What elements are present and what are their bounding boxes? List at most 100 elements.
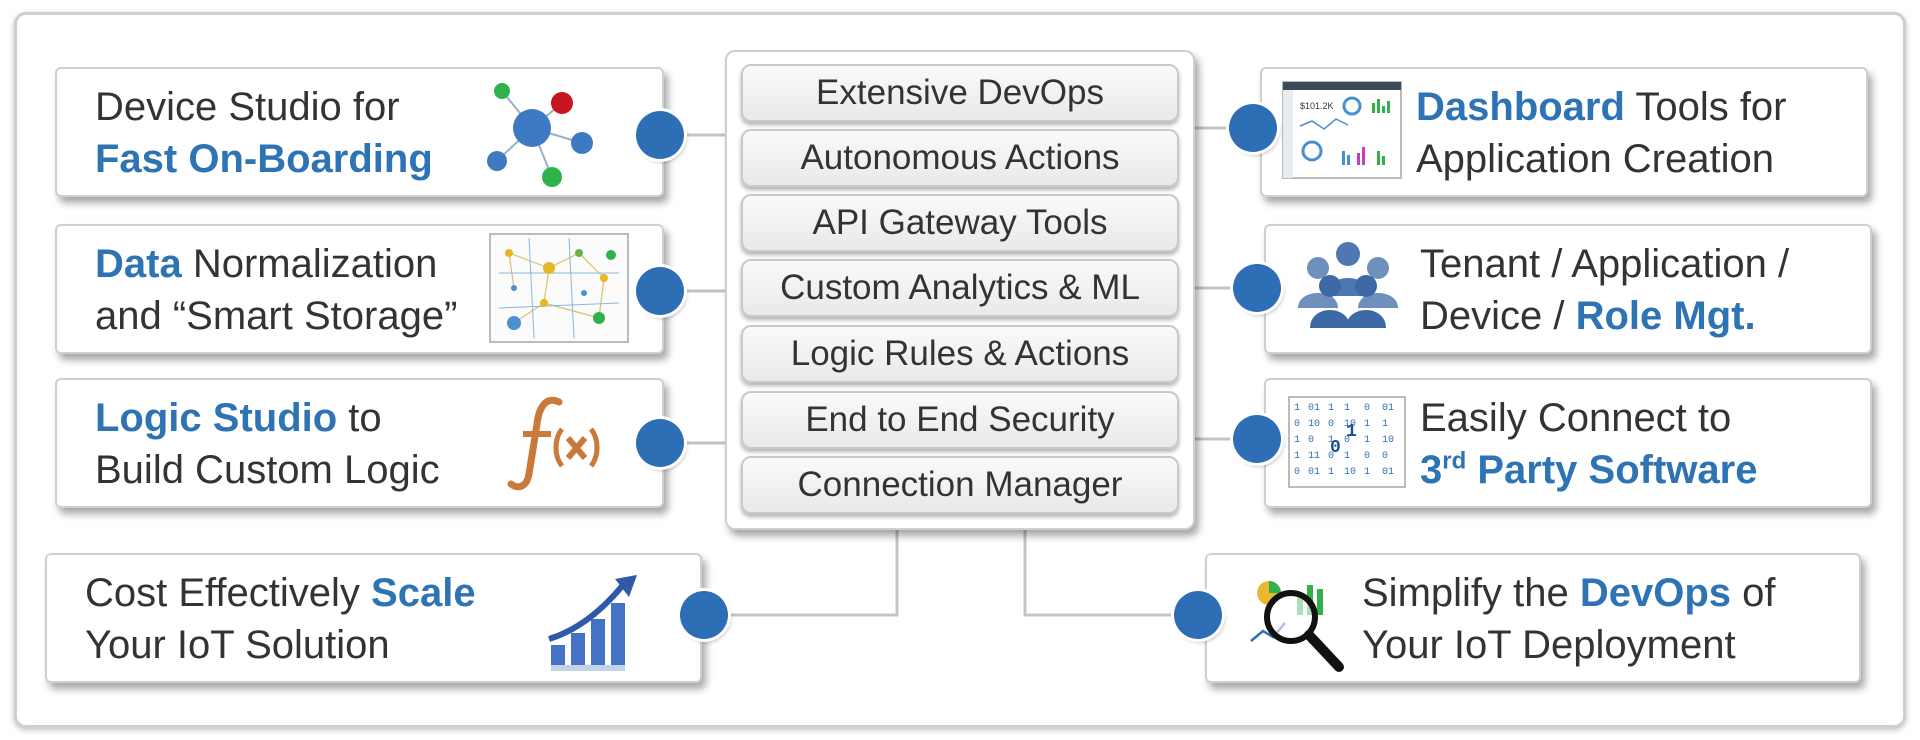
svg-text:1: 1: [1364, 467, 1370, 478]
card-highlight-superscript: rd: [1442, 447, 1467, 475]
card-line-1: Device Studio for: [95, 85, 400, 129]
svg-text:10: 10: [1308, 419, 1320, 430]
svg-text:01: 01: [1382, 467, 1394, 478]
svg-text:1: 1: [1294, 403, 1300, 414]
card-line-2-highlight: 3rd Party Software: [1420, 444, 1757, 496]
connector-dot: [636, 111, 684, 159]
capability-autonomous-actions: Autonomous Actions: [741, 129, 1179, 187]
svg-text:1: 1: [1344, 451, 1350, 462]
card-text: Data Normalization and “Smart Storage”: [95, 238, 457, 342]
card-line-1: Logic Studio to: [95, 392, 440, 444]
card-line-2-text: Device /: [1420, 294, 1576, 338]
card-highlight: Logic Studio: [95, 396, 338, 440]
card-text: Logic Studio to Build Custom Logic: [95, 392, 440, 496]
svg-text:0: 0: [1294, 419, 1300, 430]
svg-text:01: 01: [1308, 467, 1320, 478]
svg-text:0: 0: [1328, 419, 1334, 430]
user-group-icon: [1298, 242, 1398, 328]
svg-text:0: 0: [1328, 451, 1334, 462]
connector-dot: [1233, 415, 1281, 463]
connector-dot: [680, 591, 728, 639]
card-line-2: Device / Role Mgt.: [1420, 290, 1789, 342]
card-line-1-text: Simplify the: [1362, 571, 1580, 615]
card-line-1-rest: Tools for: [1624, 85, 1787, 129]
card-line-1: Tenant / Application /: [1420, 242, 1790, 286]
magnifier-chart-icon: [1250, 581, 1344, 672]
svg-text:01: 01: [1382, 403, 1394, 414]
card-line-1: Data Normalization: [95, 238, 457, 290]
svg-text:1: 1: [1328, 435, 1334, 446]
card-data-normalization: Data Normalization and “Smart Storage”: [55, 224, 664, 354]
svg-text:0: 0: [1364, 403, 1370, 414]
svg-text:10: 10: [1344, 419, 1356, 430]
network-nodes-icon: [487, 83, 593, 187]
svg-text:1: 1: [1346, 422, 1357, 442]
card-line-2: Your IoT Deployment: [1362, 623, 1736, 667]
svg-text:10: 10: [1382, 435, 1394, 446]
card-tenant: Tenant / Application / Device / Role Mgt…: [1264, 224, 1872, 354]
capability-end-to-end-security: End to End Security: [741, 391, 1179, 449]
card-line-2: Build Custom Logic: [95, 448, 440, 492]
svg-text:10: 10: [1344, 467, 1356, 478]
card-line-1: Dashboard Tools for: [1416, 81, 1787, 133]
svg-text:0: 0: [1364, 451, 1370, 462]
card-line-2: Your IoT Solution: [85, 623, 390, 667]
svg-text:1: 1: [1294, 451, 1300, 462]
card-line-1-rest: Normalization: [181, 242, 438, 286]
svg-text:1: 1: [1328, 467, 1334, 478]
svg-text:1: 1: [1364, 435, 1370, 446]
card-highlight-text: Party Software: [1466, 448, 1758, 492]
card-line-2: Application Creation: [1416, 137, 1774, 181]
card-devops: Simplify the DevOps of Your IoT Deployme…: [1205, 553, 1861, 683]
card-line-1-rest: to: [337, 396, 382, 440]
data-graph-icon: [489, 233, 629, 343]
card-highlight: Dashboard: [1416, 85, 1625, 129]
connector-dot: [1229, 104, 1277, 152]
card-text: Simplify the DevOps of Your IoT Deployme…: [1362, 567, 1776, 671]
card-highlight: Role Mgt.: [1575, 294, 1756, 338]
svg-text:0: 0: [1330, 438, 1341, 458]
capability-extensive-devops: Extensive DevOps: [741, 64, 1179, 122]
svg-text:1: 1: [1294, 435, 1300, 446]
card-text: Dashboard Tools for Application Creation: [1416, 81, 1787, 185]
card-highlight: Data: [95, 242, 182, 286]
svg-text:1: 1: [1344, 403, 1350, 414]
connector-dot: [1233, 264, 1281, 312]
card-device-studio: Device Studio for Fast On-Boarding: [55, 67, 664, 197]
svg-text:0: 0: [1344, 435, 1350, 446]
growth-chart-icon: [548, 575, 637, 671]
card-highlight: Scale: [371, 571, 476, 615]
card-line-1: Cost Effectively Scale: [85, 567, 476, 619]
svg-text:1: 1: [1364, 419, 1370, 430]
card-line-2: and “Smart Storage”: [95, 294, 458, 338]
card-line-1-rest: of: [1731, 571, 1776, 615]
connector-dot: [636, 267, 684, 315]
card-logic-studio: Logic Studio to Build Custom Logic: [55, 378, 664, 508]
card-text: Cost Effectively Scale Your IoT Solution: [85, 567, 476, 671]
card-scale: Cost Effectively Scale Your IoT Solution: [45, 553, 702, 683]
card-line-1: Easily Connect to: [1420, 396, 1732, 440]
capability-custom-analytics-ml: Custom Analytics & ML: [741, 259, 1179, 317]
connector-dot: [636, 419, 684, 467]
card-highlight-number: 3: [1420, 448, 1443, 492]
capability-api-gateway-tools: API Gateway Tools: [741, 194, 1179, 252]
card-highlight: DevOps: [1579, 571, 1732, 615]
svg-text:1: 1: [1328, 403, 1334, 414]
svg-text:0: 0: [1294, 467, 1300, 478]
svg-text:01: 01: [1308, 403, 1320, 414]
connector-dot: [1174, 591, 1222, 639]
card-line-1-text: Cost Effectively: [85, 571, 372, 615]
capability-logic-rules-actions: Logic Rules & Actions: [741, 325, 1179, 383]
card-text: Tenant / Application / Device / Role Mgt…: [1420, 238, 1789, 342]
card-line-2-highlight: Fast On-Boarding: [95, 137, 433, 181]
svg-text:11: 11: [1308, 451, 1320, 462]
dashboard-screenshot-icon: $101.2K: [1282, 81, 1402, 179]
card-line-1: Simplify the DevOps of: [1362, 567, 1776, 619]
capability-connection-manager: Connection Manager: [741, 456, 1179, 514]
capabilities-panel: Extensive DevOps Autonomous Actions API …: [725, 50, 1195, 530]
card-text: Easily Connect to 3rd Party Software: [1420, 392, 1757, 496]
card-text: Device Studio for Fast On-Boarding: [95, 81, 433, 185]
function-fx-icon: [507, 396, 600, 491]
